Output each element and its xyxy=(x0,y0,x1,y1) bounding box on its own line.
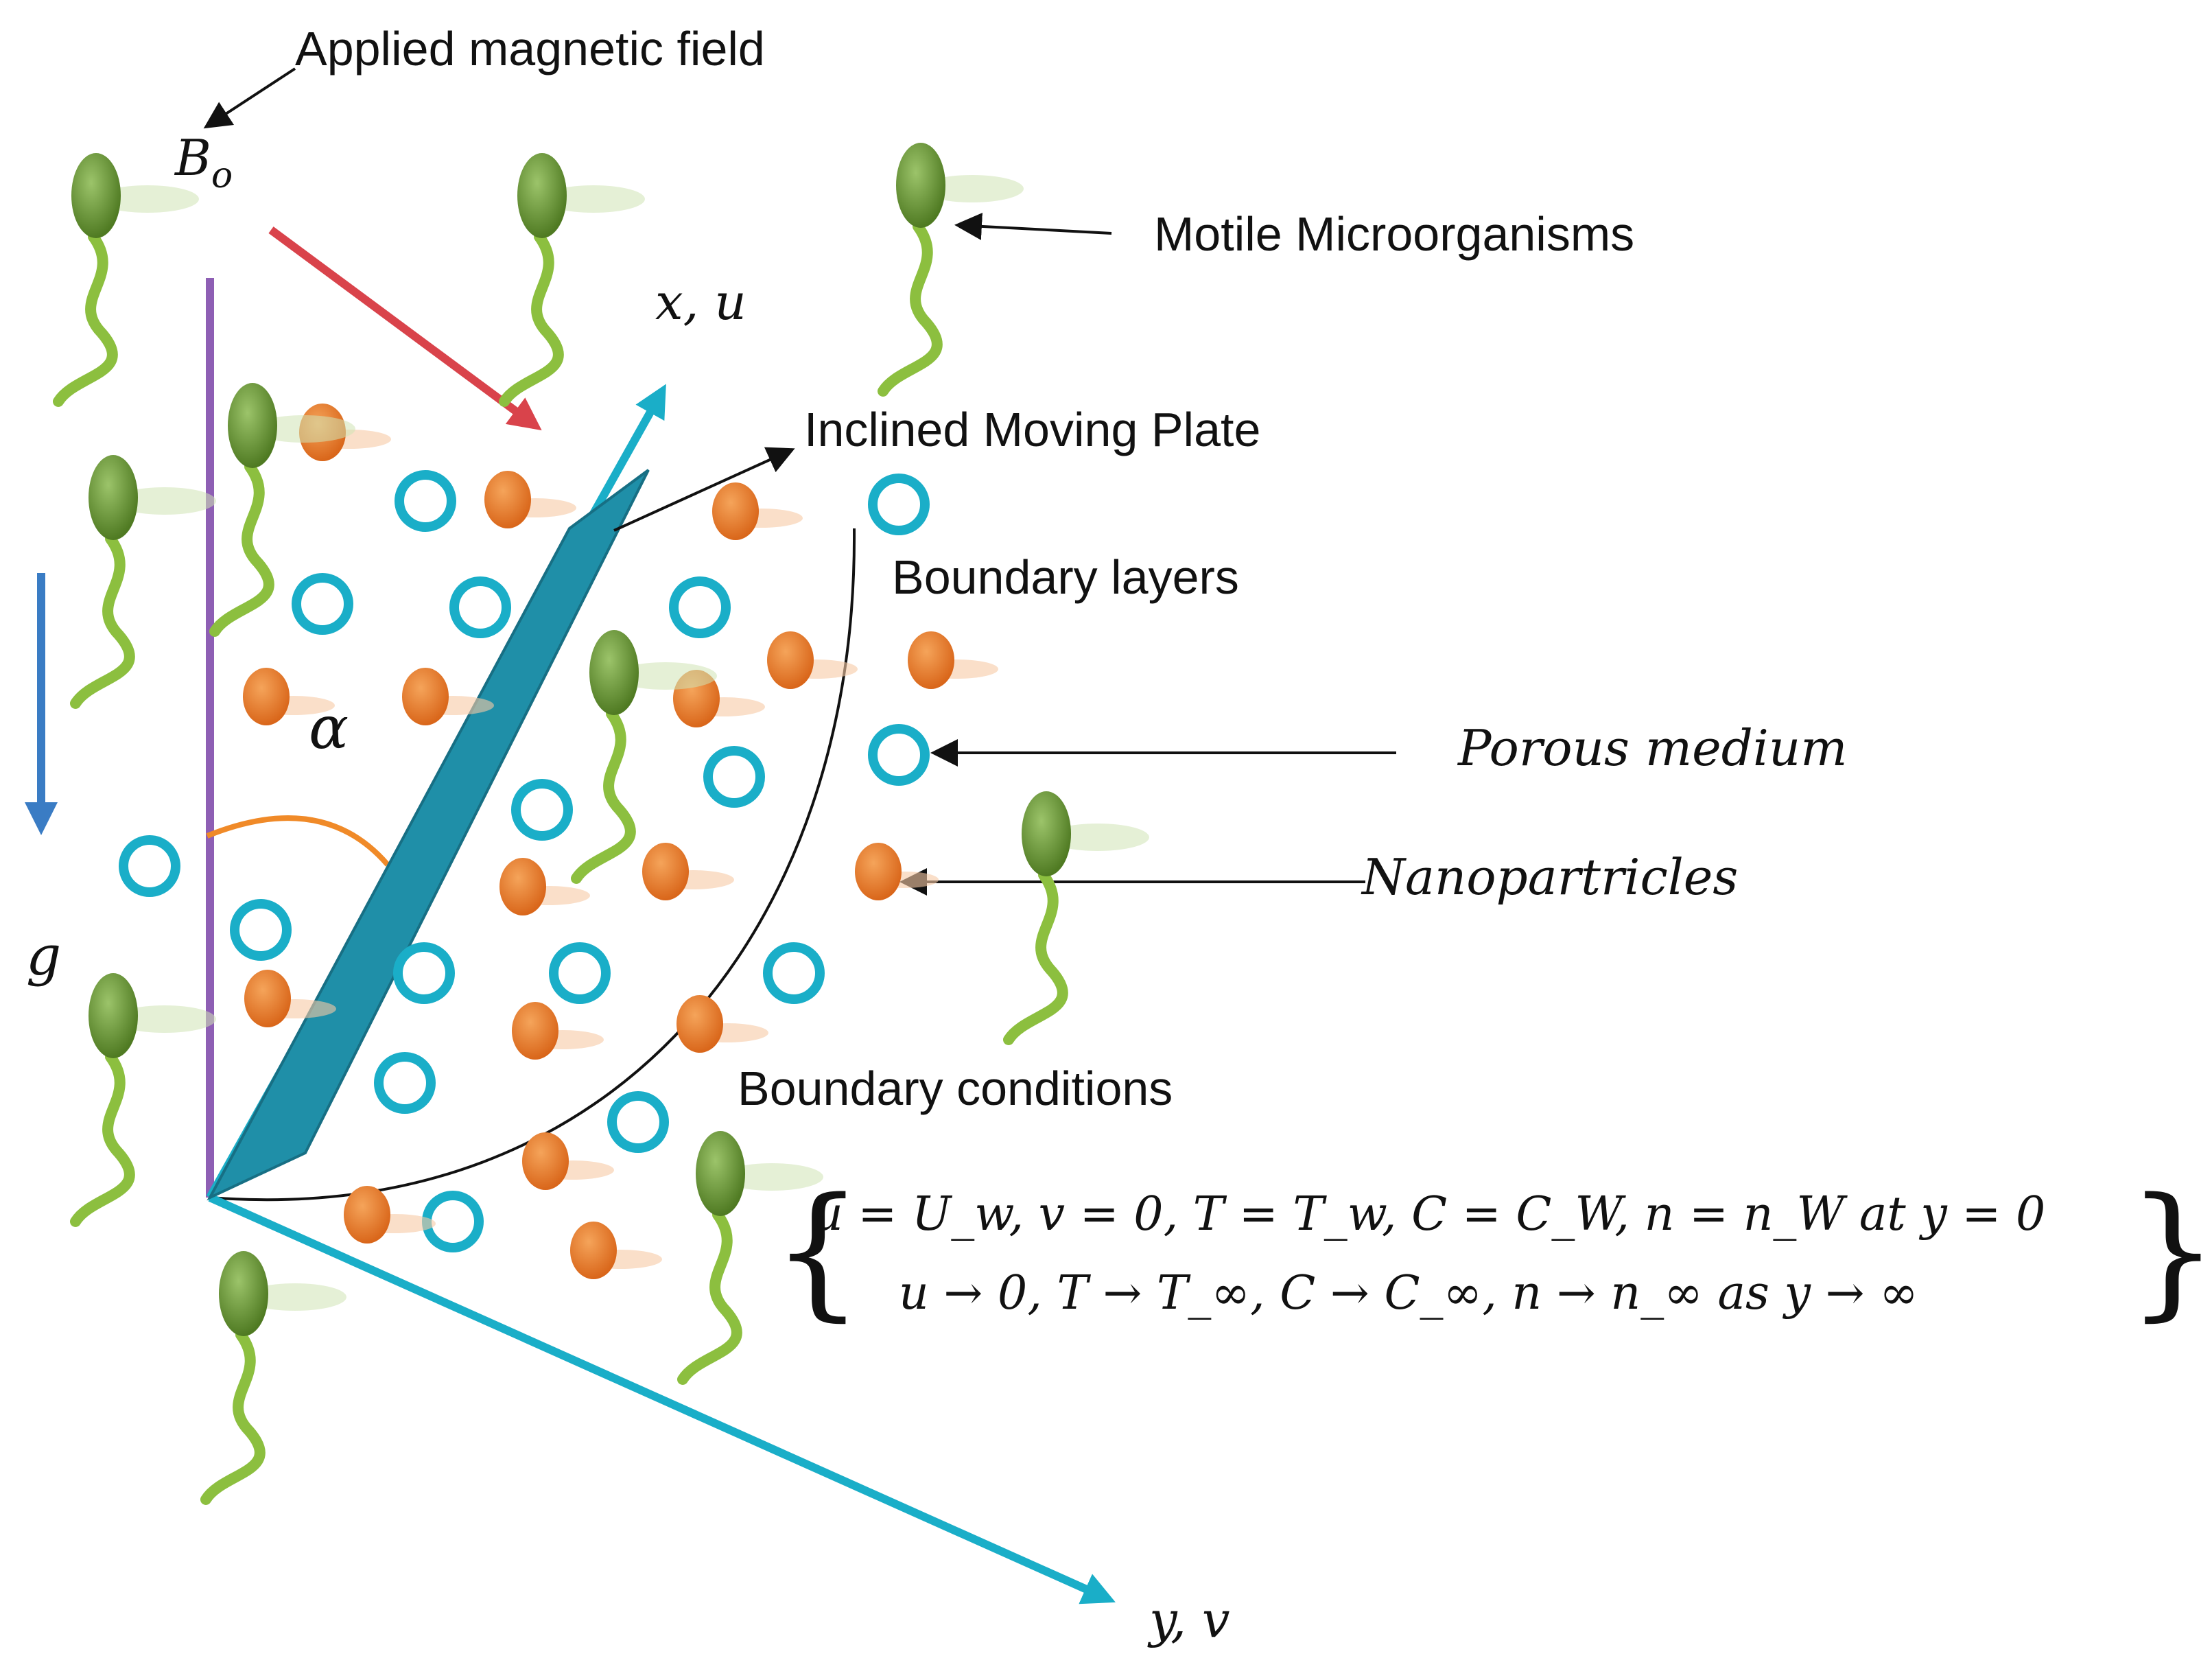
microorganisms-label: Motile Microorganisms xyxy=(1154,207,1634,261)
field-callout-arrow xyxy=(203,67,296,129)
pore-icon xyxy=(607,1091,669,1153)
pore-icon xyxy=(868,724,930,786)
nanoparticle-icon xyxy=(243,668,335,725)
boundary-layers-label: Boundary layers xyxy=(892,550,1239,604)
equation-line-2: u → 0, T → T_∞, C → C_∞, n → n_∞ as y → … xyxy=(899,1266,1918,1320)
pore-icon xyxy=(511,779,573,841)
porous-medium-circles xyxy=(119,470,930,1252)
boundary-conditions-label: Boundary conditions xyxy=(738,1062,1173,1115)
plate-callout-arrow xyxy=(613,447,795,532)
nanoparticle-icon xyxy=(344,1186,436,1244)
microorganism-callout-arrow xyxy=(954,212,1112,240)
microorganism-icon xyxy=(200,1251,346,1505)
nanoparticle-icon xyxy=(855,843,939,900)
pore-icon xyxy=(374,1052,436,1114)
x-axis-label: x, u xyxy=(655,273,746,331)
microorganism-icon xyxy=(70,455,216,709)
microorganism-icon xyxy=(878,143,1024,397)
microorganism-icon xyxy=(1003,791,1149,1045)
microorganism-icon xyxy=(209,383,355,637)
y-axis-label: y, v xyxy=(1147,1591,1230,1648)
nanoparticle-icon xyxy=(484,471,576,528)
pore-icon xyxy=(230,899,292,961)
pore-icon xyxy=(868,474,930,535)
nanoparticle-icon xyxy=(570,1222,662,1279)
nanoparticle-icon xyxy=(767,631,858,689)
nanoparticle-icon xyxy=(908,631,998,689)
plate-label: Inclined Moving Plate xyxy=(804,403,1260,456)
pore-icon xyxy=(119,835,180,897)
nanoparticle-icon xyxy=(712,482,803,540)
porous-medium-label: Porous medium xyxy=(1457,719,1848,777)
nanoparticles-label: Nanopartricles xyxy=(1361,848,1738,906)
microorganism-icon xyxy=(499,153,645,407)
nanoparticle-icon xyxy=(676,995,768,1053)
alpha-label: α xyxy=(309,694,349,762)
pore-icon xyxy=(393,942,455,1004)
magnetic-field-arrow xyxy=(268,226,542,431)
gravity-label: g xyxy=(26,924,61,988)
equation-left-brace: { xyxy=(772,1167,864,1335)
pore-icon xyxy=(395,470,456,532)
microorganism-icon xyxy=(70,973,216,1227)
b0-symbol: B xyxy=(174,129,211,187)
microorganisms xyxy=(53,143,1149,1505)
pore-icon xyxy=(763,942,825,1004)
nanoparticle-icon xyxy=(642,843,734,900)
pore-icon xyxy=(292,573,353,635)
equation-right-brace: } xyxy=(2127,1167,2212,1335)
microorganism-icon xyxy=(53,153,199,407)
angle-arc xyxy=(206,815,390,867)
pore-icon xyxy=(703,746,765,808)
y-axis xyxy=(208,1193,1116,1604)
microorganism-icon xyxy=(571,630,717,884)
b0-label: Bo xyxy=(174,129,233,196)
equation-line-1: u = U_w, v = 0, T = T_w, C = C_W, n = n_… xyxy=(813,1187,2045,1241)
nanoparticle-icon xyxy=(512,1002,604,1060)
microorganism-icon xyxy=(677,1131,823,1385)
nanoparticle-icon xyxy=(402,668,494,725)
nanoparticle-icon xyxy=(244,970,336,1027)
b0-subscript: o xyxy=(211,155,233,196)
pore-icon xyxy=(449,576,511,638)
nanoparticles xyxy=(243,404,998,1279)
pore-icon xyxy=(549,942,611,1004)
nanoparticle-icon xyxy=(522,1132,614,1190)
pore-icon xyxy=(669,576,731,638)
magnetic-field-label: Applied magnetic field xyxy=(295,22,765,75)
nanoparticle-icon xyxy=(499,858,590,915)
